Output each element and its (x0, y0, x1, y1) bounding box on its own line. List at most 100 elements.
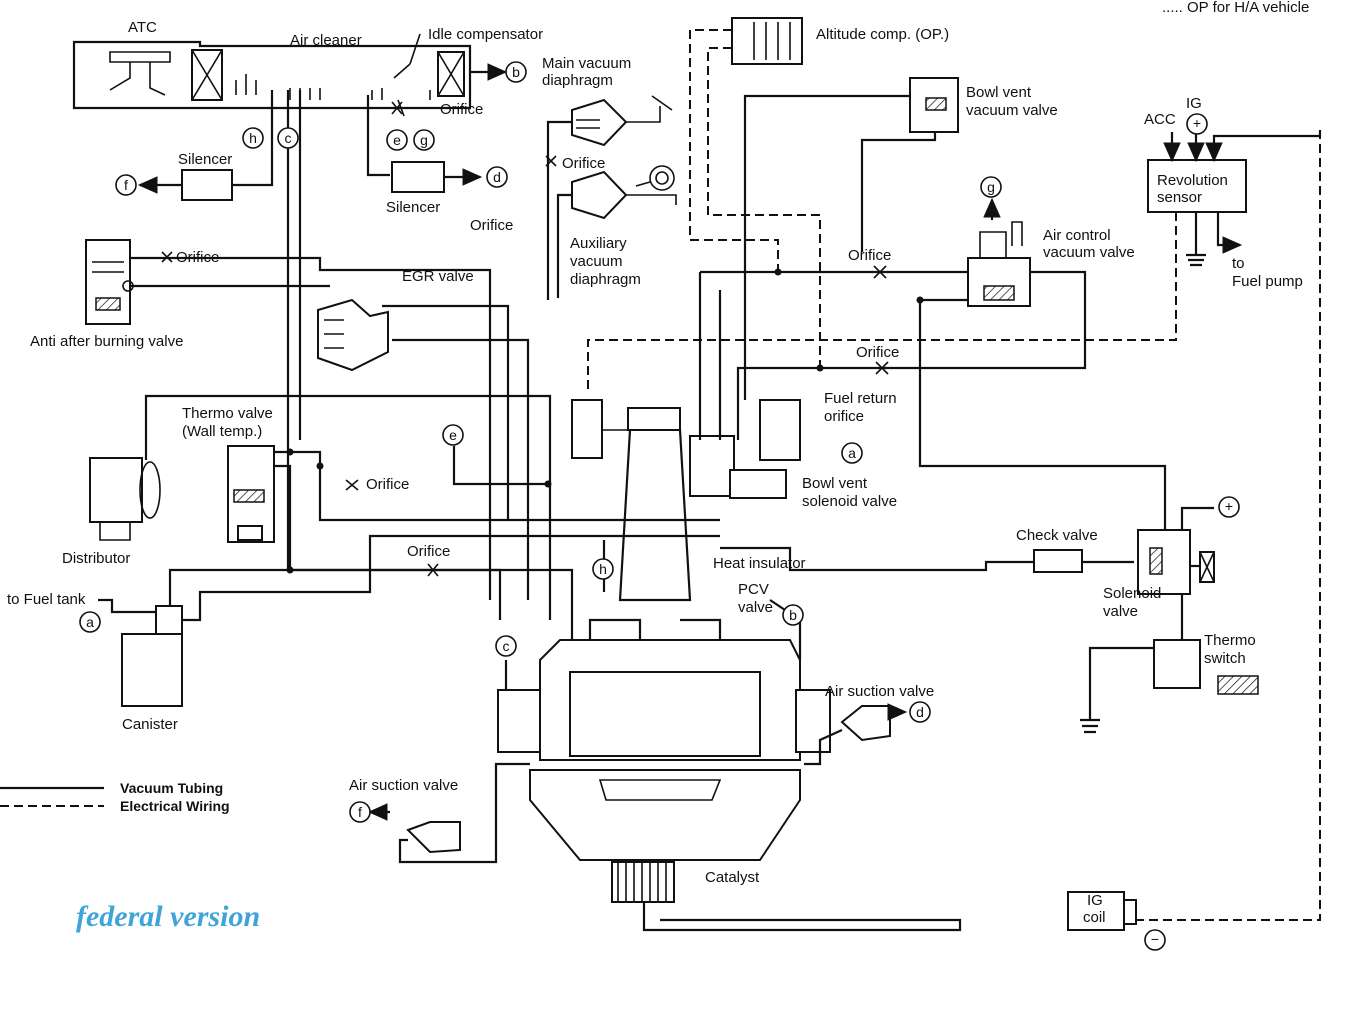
connector-b-top: b (505, 61, 527, 83)
label-aux-vacuum-3: diaphragm (570, 271, 641, 288)
label-to-fuel-tank: to Fuel tank (7, 591, 86, 608)
anti-after-burning-valve (85, 239, 492, 600)
svg-text:a: a (848, 445, 856, 461)
connector-d-top: d (486, 166, 508, 188)
thermo-valve (227, 445, 720, 570)
thermo-switch (1080, 594, 1259, 734)
bowl-vent-vacuum-valve (743, 77, 959, 400)
svg-text:b: b (789, 607, 797, 623)
label-air-control-1: Air control (1043, 227, 1111, 244)
label-orifice-anti-burn: Orifice (176, 249, 219, 266)
label-main-vacuum-2: diaphragm (542, 72, 613, 89)
silencer-right (391, 161, 483, 193)
svg-text:+: + (1193, 115, 1201, 131)
solenoid-valve (1137, 506, 1215, 595)
legend-electrical-label: Electrical Wiring (120, 798, 230, 814)
label-anti-after-burning: Anti after burning valve (30, 333, 183, 350)
ig-coil (1067, 891, 1137, 931)
label-solenoid-2: valve (1103, 603, 1138, 620)
connector-f-bottom: f (349, 801, 371, 823)
svg-text:h: h (599, 561, 607, 577)
idle-compensator (366, 33, 432, 177)
svg-text:d: d (493, 169, 501, 185)
vacuum-tubing-network (286, 90, 802, 690)
connector-b-label: b (512, 64, 520, 80)
label-bowl-vent-vacuum-1: Bowl vent (966, 84, 1032, 101)
label-main-vacuum-1: Main vacuum (542, 55, 631, 72)
label-thermo-valve-2: (Wall temp.) (182, 423, 262, 440)
watermark: federal version (76, 900, 260, 933)
air-suction-valve-left (367, 762, 530, 864)
label-thermo-switch-2: switch (1204, 650, 1246, 667)
connector-minus-coil: − (1144, 929, 1166, 951)
label-altitude-comp: Altitude comp. (OP.) (816, 26, 949, 43)
altitude-compensator (689, 17, 821, 368)
svg-text:c: c (503, 638, 510, 654)
label-silencer-right: Silencer (386, 199, 440, 216)
label-thermo-switch-1: Thermo (1204, 632, 1256, 649)
label-silencer-left: Silencer (178, 151, 232, 168)
legend-vacuum-label: Vacuum Tubing (120, 780, 223, 796)
label-pcv-1: PCV (738, 581, 769, 598)
label-aux-vacuum-1: Auxiliary (570, 235, 627, 252)
label-air-suction-left: Air suction valve (349, 777, 458, 794)
label-orifice-return: Orifice (856, 344, 899, 361)
label-orifice-air-control: Orifice (848, 247, 891, 264)
label-to-fuel-pump-2: Fuel pump (1232, 273, 1303, 290)
label-heat-insulator: Heat insulator (713, 555, 806, 572)
air-control-vacuum-valve (700, 197, 1167, 530)
label-ig-coil-2: coil (1083, 909, 1106, 926)
connector-g-top: g (413, 129, 435, 151)
svg-text:g: g (987, 179, 995, 195)
svg-text:a: a (86, 614, 94, 630)
connector-b-mid: b (782, 604, 804, 626)
label-egr-valve: EGR valve (402, 268, 474, 285)
check-valve (720, 546, 1134, 573)
engine-block (497, 618, 831, 761)
label-orifice-idle: Orifice (440, 101, 483, 118)
junction-dots (286, 268, 924, 574)
top-note: ..... OP for H/A vehicle (1162, 0, 1309, 16)
connector-h-mid: h (592, 558, 614, 580)
label-bowl-vent-solenoid-2: solenoid valve (802, 493, 897, 510)
label-pcv-2: valve (738, 599, 773, 616)
label-fuel-return-2: orifice (824, 408, 864, 425)
label-orifice-diaphragm: Orifice (562, 155, 605, 172)
svg-text:f: f (124, 177, 128, 193)
svg-text:e: e (449, 427, 457, 443)
legend: Vacuum Tubing Electrical Wiring (0, 780, 230, 814)
label-air-control-2: vacuum valve (1043, 244, 1135, 261)
label-canister: Canister (122, 716, 178, 733)
label-thermo-valve-1: Thermo valve (182, 405, 273, 422)
label-check-valve: Check valve (1016, 527, 1098, 544)
label-bowl-vent-vacuum-2: vacuum valve (966, 102, 1058, 119)
label-revolution-1: Revolution (1157, 172, 1228, 189)
exhaust-manifold (529, 769, 962, 932)
connector-c-top: c (277, 127, 299, 149)
svg-text:d: d (916, 704, 924, 720)
connector-g-right: g (980, 176, 1002, 198)
label-distributor: Distributor (62, 550, 130, 567)
svg-text:f: f (358, 804, 362, 820)
label-solenoid-1: Solenoid (1103, 585, 1161, 602)
label-bowl-vent-solenoid-1: Bowl vent (802, 475, 868, 492)
connector-f-left: f (115, 174, 137, 196)
label-catalyst: Catalyst (705, 869, 760, 886)
silencer-left (137, 90, 274, 201)
label-revolution-2: sensor (1157, 189, 1202, 206)
connector-plus-solenoid: + (1218, 496, 1240, 518)
label-to-fuel-pump-1: to (1232, 255, 1245, 272)
label-air-cleaner: Air cleaner (290, 32, 362, 49)
label-fuel-return-1: Fuel return (824, 390, 897, 407)
svg-text:h: h (249, 130, 257, 146)
label-acc: ACC (1144, 111, 1176, 128)
connector-a-left: a (79, 611, 101, 633)
label-ig-coil-1: IG (1087, 892, 1103, 909)
revolution-sensor (587, 130, 1322, 921)
connector-d-right: d (909, 701, 931, 723)
air-cleaner (72, 40, 508, 110)
connector-a-right: a (841, 442, 863, 464)
label-air-suction-right: Air suction valve (825, 683, 934, 700)
connector-h-top: h (242, 127, 264, 149)
